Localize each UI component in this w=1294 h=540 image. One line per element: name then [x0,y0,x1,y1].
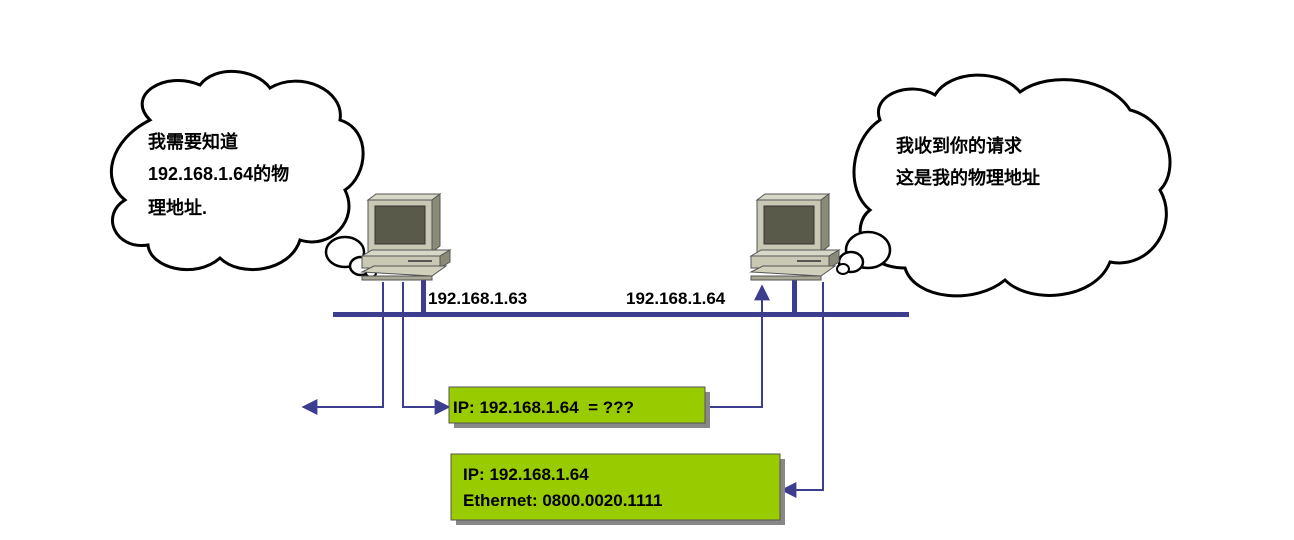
request-box [448,386,706,424]
request-box-text: IP: 192.168.1.64 = ??? [453,398,634,417]
right-thought-cloud [836,73,1172,298]
reply-box [450,453,781,521]
network-bus [333,312,909,317]
right-host-ip: 192.168.1.64 [626,289,726,308]
left-cloud-line-3: 理地址. [148,197,207,218]
left-cloud-line-1: 我需要知道 [148,131,238,152]
reply-arrow [780,282,824,498]
request-in-arrow [707,284,770,408]
reply-box-ethernet: Ethernet: 0800.0020.1111 [463,491,662,510]
right-cloud-line-2: 这是我的物理地址 [896,167,1040,188]
right-cloud-line-1: 我收到你的请求 [896,135,1023,156]
reply-box-ip: IP: 192.168.1.64 [463,465,589,484]
request-out-arrow [402,282,451,415]
left-computer-icon [360,193,452,281]
left-cloud-line-2: 192.168.1.64的物 [148,163,289,184]
broadcast-left-arrow [301,282,384,415]
left-host-ip: 192.168.1.63 [428,289,527,308]
right-host-drop [792,280,797,313]
right-computer-icon [749,193,841,281]
left-host-drop [421,280,426,313]
